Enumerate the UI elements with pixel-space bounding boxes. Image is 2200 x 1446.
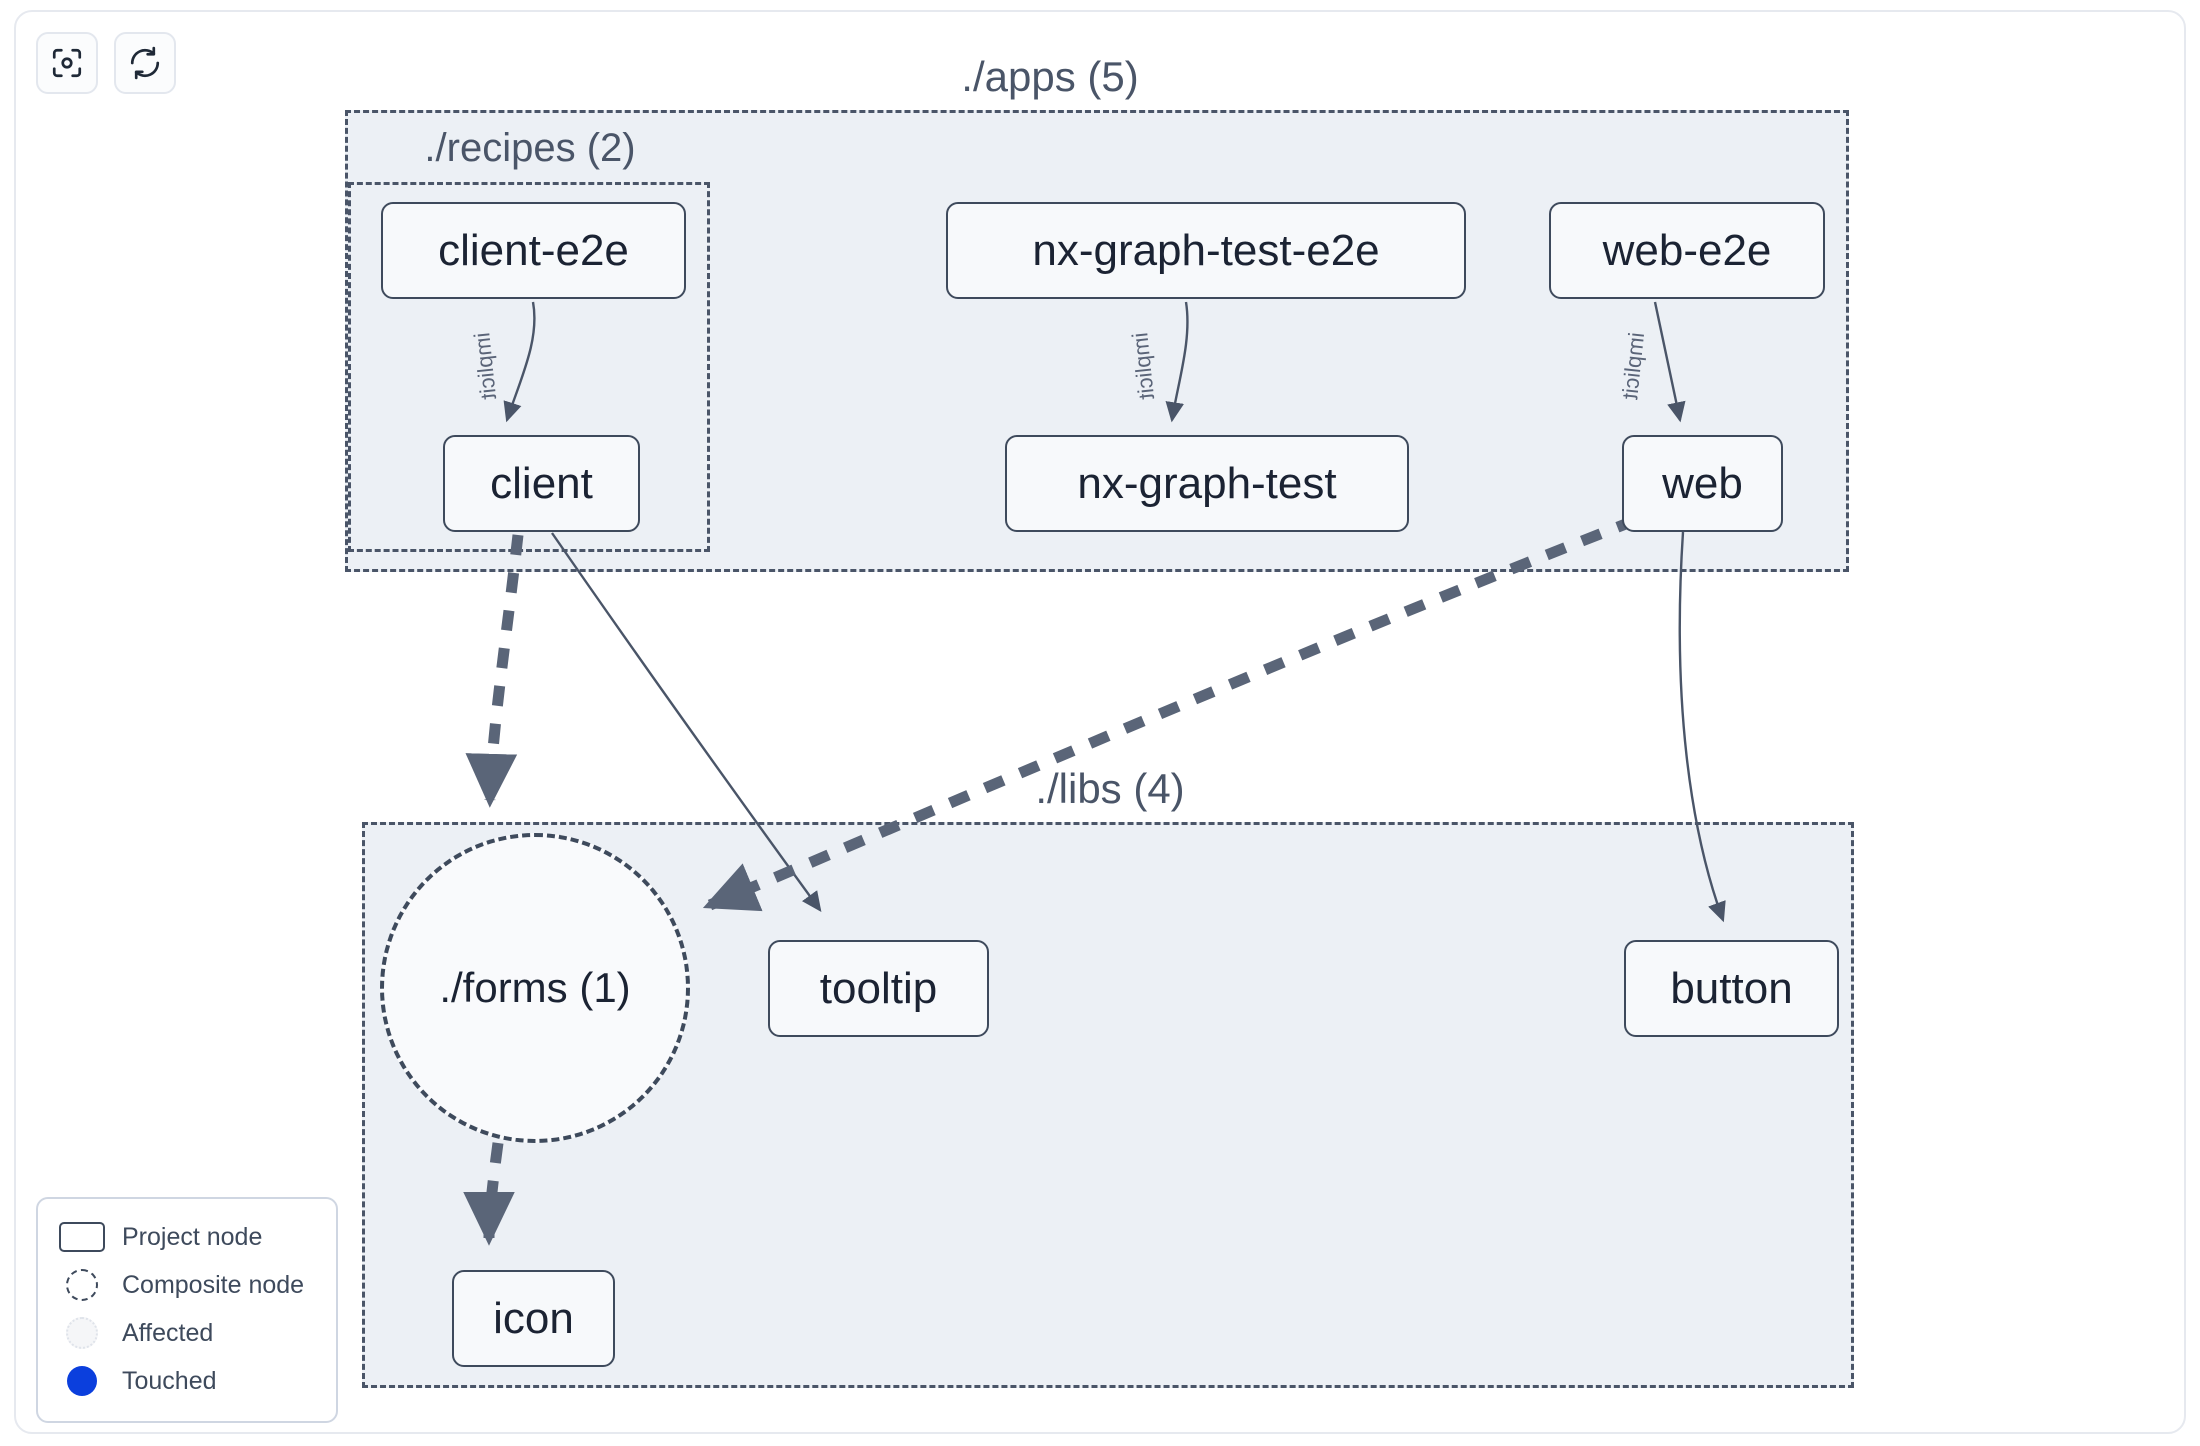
focus-graph-button[interactable] [36, 32, 98, 94]
affected-swatch [56, 1317, 108, 1349]
group-apps-label: ./apps (5) [961, 53, 1139, 100]
group-recipes-label: ./recipes (2) [424, 126, 636, 170]
touched-swatch [56, 1366, 108, 1396]
node-tooltip[interactable]: tooltip [768, 940, 989, 1037]
legend-item-affected: Affected [56, 1309, 318, 1357]
graph-toolbar [36, 32, 176, 94]
node-forms-composite[interactable]: ./forms (1) [380, 833, 690, 1143]
legend-item-composite-node: Composite node [56, 1261, 318, 1309]
legend-label-touched: Touched [122, 1366, 217, 1395]
node-client-e2e[interactable]: client-e2e [381, 202, 686, 299]
legend-item-touched: Touched [56, 1357, 318, 1405]
legend-label-project-node: Project node [122, 1222, 263, 1251]
legend-label-affected: Affected [122, 1318, 214, 1347]
node-button[interactable]: button [1624, 940, 1839, 1037]
composite-node-swatch [56, 1269, 108, 1301]
edge-client-to-forms [465, 534, 524, 808]
node-web-e2e[interactable]: web-e2e [1549, 202, 1825, 299]
refresh-sync-icon [128, 46, 162, 80]
node-nx-graph-test-e2e[interactable]: nx-graph-test-e2e [946, 202, 1466, 299]
node-client[interactable]: client [443, 435, 640, 532]
node-web[interactable]: web [1622, 435, 1783, 532]
node-icon[interactable]: icon [452, 1270, 615, 1367]
graph-legend: Project node Composite node Affected Tou… [36, 1197, 338, 1423]
group-libs-label: ./libs (4) [1035, 765, 1185, 812]
legend-item-project-node: Project node [56, 1213, 318, 1261]
refresh-graph-button[interactable] [114, 32, 176, 94]
legend-label-composite-node: Composite node [122, 1270, 305, 1299]
node-nx-graph-test[interactable]: nx-graph-test [1005, 435, 1409, 532]
project-node-swatch [56, 1222, 108, 1252]
viewfinder-focus-icon [50, 46, 84, 80]
